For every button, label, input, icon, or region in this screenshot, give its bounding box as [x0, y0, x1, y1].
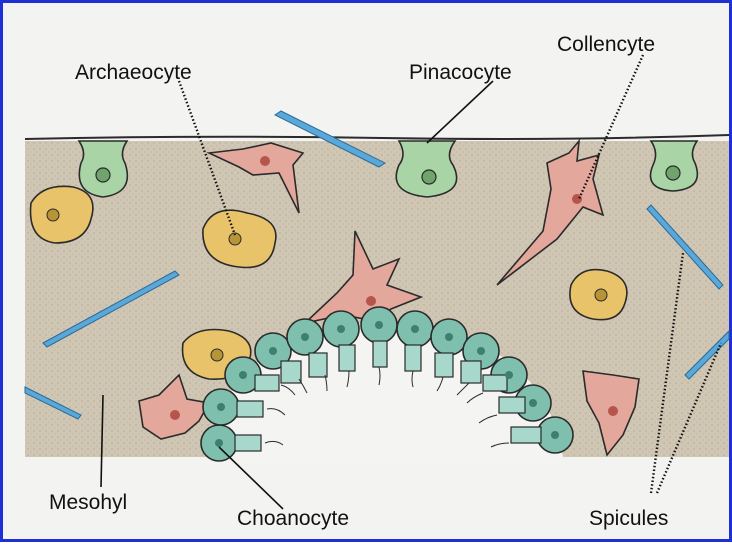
nucleus	[47, 209, 59, 221]
nucleus	[572, 194, 582, 204]
nucleus	[170, 410, 180, 420]
nucleus	[608, 406, 618, 416]
label-spicules: Spicules	[589, 507, 668, 530]
nucleus	[96, 168, 110, 182]
nucleus	[260, 156, 270, 166]
label-choanocyte: Choanocyte	[237, 507, 349, 530]
nucleus	[595, 289, 607, 301]
label-collencyte: Collencyte	[557, 33, 655, 56]
label-archaeocyte: Archaeocyte	[75, 61, 192, 84]
label-pinacocyte: Pinacocyte	[409, 61, 512, 84]
label-mesohyl: Mesohyl	[49, 491, 127, 514]
nucleus	[366, 296, 376, 306]
sponge-cell-diagram: Archaeocyte Pinacocyte Collencyte Mesohy…	[3, 3, 732, 545]
pinacocyte-leader	[427, 81, 493, 143]
nucleus	[422, 170, 436, 184]
nucleus	[666, 166, 680, 180]
surface-membrane	[25, 135, 729, 139]
nucleus	[211, 349, 223, 361]
pinacocyte-cell-2	[396, 141, 456, 197]
